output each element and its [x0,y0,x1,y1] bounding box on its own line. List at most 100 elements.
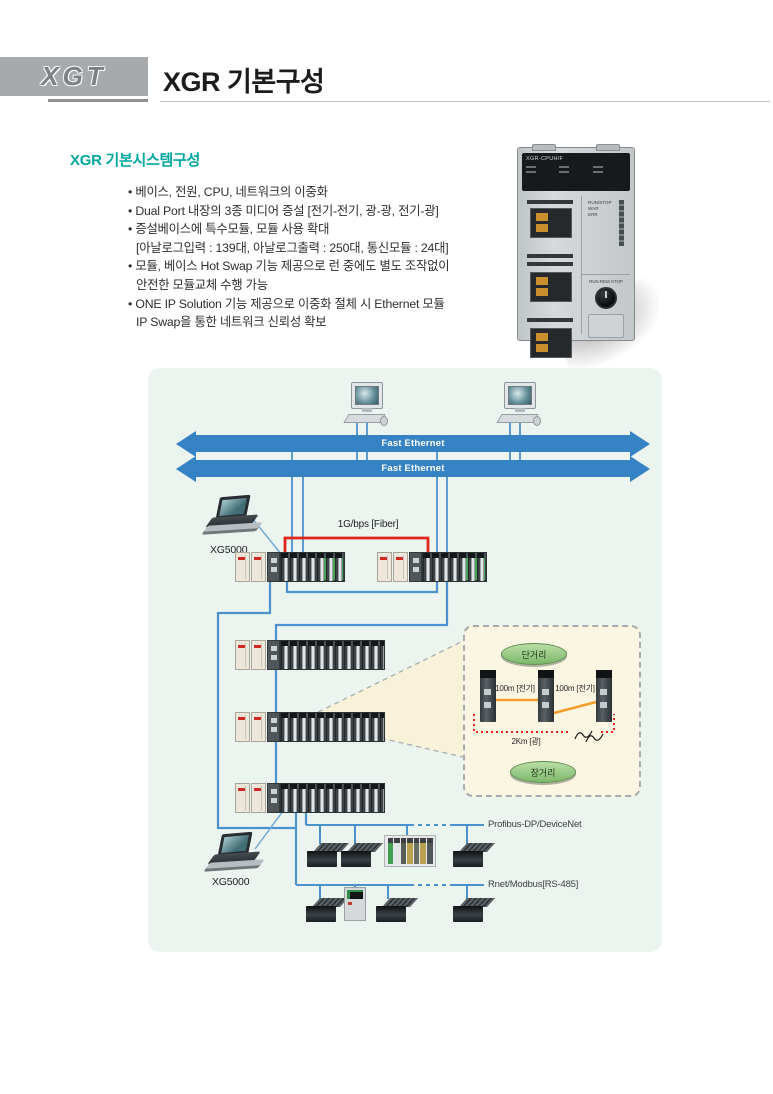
fieldbus-device-icon [341,843,375,868]
fieldbus-device-icon [306,898,340,923]
inset-lines [473,698,615,743]
bus-label: Fast Ethernet [381,463,445,474]
bullet-item: 베이스, 전원, CPU, 네트워크의 이중화 [128,183,514,202]
model-label: XGR-CPUH/F [526,156,564,162]
page-title: XGR 기본구성 [163,67,325,97]
optical-distance-label: 2Km [광] [511,737,541,746]
bullet-line: 증설베이스에 특수모듈, 모듈 사용 확대 [128,220,514,239]
section-heading: XGR 기본시스템구성 [70,152,200,169]
module-chip [407,838,413,864]
fieldbus-device-icon [307,843,341,868]
fieldbus-device-icon [376,898,410,923]
module-chip [400,838,407,864]
monitor-icon [504,382,536,409]
xgt-logo: XGT [41,61,107,91]
fieldbus-lines [296,824,484,899]
mounting-tab [532,144,556,151]
power-module [251,712,266,742]
module-chip [413,838,420,864]
cpu-module [267,552,280,582]
cpu-tower-icon [596,670,612,722]
bullet-line: Dual Port 내장의 3종 미디어 증설 [전기-전기, 광-광, 전기-… [128,202,514,221]
long-distance-badge: 장거리 [510,761,576,783]
short-distance-badge: 단거리 [501,643,567,665]
mounting-tab [596,144,620,151]
io-modules [280,712,385,742]
power-module [251,552,266,582]
ethernet-port [530,272,572,302]
cpu-module-body: XGR-CPUH/F RUN/STOP WAR ERR RUN R [517,144,635,358]
module-chip [394,838,400,864]
status-label-text: RUN/STOP WAR ERR [588,200,612,217]
power-module [235,712,250,742]
power-module [235,552,250,582]
optical-loop-line [473,714,615,733]
cpu-tower-icon [538,670,554,722]
desktop-computer-icon [496,382,542,428]
mode-knob [595,287,617,309]
bus-label: Fast Ethernet [381,438,445,449]
inverter-icon [344,887,366,921]
laptop2-label: XG5000 [212,876,250,888]
io-modules [280,552,345,582]
mouse-icon [380,416,388,426]
expansion-rack-3 [235,783,385,813]
fiber-link-label: 1G/bps [Fiber] [337,519,399,530]
fast-ethernet-bus-2: Fast Ethernet [196,460,630,477]
profibus-label: Profibus-DP/DeviceNet [488,819,582,830]
main-plc-rack-b [377,552,487,582]
control-column: RUN/STOP WAR ERR RUN REM STOP [581,196,630,338]
cpu-module-photo: XGR-CPUH/F RUN/STOP WAR ERR RUN R [505,143,678,378]
dip-switch-strip [619,200,624,246]
remote-io-rack-icon [384,835,436,867]
expansion-rack-2 [235,712,385,742]
break-symbol [574,730,593,740]
feature-bullet-list: 베이스, 전원, CPU, 네트워크의 이중화 Dual Port 내장의 3종… [128,183,514,332]
bullet-item: ONE IP Solution 기능 제공으로 이중화 절체 시 Etherne… [128,295,514,332]
fiber-link-line [283,536,430,559]
module-chip [387,838,394,864]
xgt-brand-badge: XGT [0,57,148,96]
ethernet-port [530,328,572,358]
electric-distance-label: 100m [전기] [555,684,595,693]
electric-distance-label: 100m [전기] [495,684,535,693]
bullet-line: 모듈, 베이스 Hot Swap 기능 제공으로 런 중에도 별도 조작없이 [128,257,514,276]
port-column [522,196,580,358]
power-module [251,640,266,670]
label-bar [527,200,573,204]
fiber-port [530,208,572,238]
extension-module [267,783,280,813]
bullet-line: 안전한 모듈교체 수행 가능 [136,277,268,292]
power-module [235,783,250,813]
fieldbus-device-icon [453,898,487,923]
power-module [377,552,392,582]
label-bar [527,262,573,266]
system-diagram: Fast Ethernet Fast Ethernet XG5000 1G/bp… [148,368,662,952]
bullet-line: [아날로그입력 : 139대, 아날로그출력 : 250대, 통신모듈 : 24… [136,240,449,255]
label-bar [527,254,573,258]
label-bar [527,318,573,322]
bullet-item: Dual Port 내장의 3종 미디어 증설 [전기-전기, 광-광, 전기-… [128,202,514,221]
cpu-header-panel: XGR-CPUH/F [522,153,630,191]
extension-module [267,712,280,742]
wedge-edge [301,640,464,721]
bullet-line: 베이스, 전원, CPU, 네트워크의 이중화 [128,183,514,202]
desktop-computer-icon [343,382,389,428]
knob-labels: RUN REM STOP [589,279,623,284]
led-indicators [526,166,626,173]
expansion-rack-1 [235,640,385,670]
bullet-line: IP Swap을 통한 네트워크 신뢰성 확보 [136,315,327,330]
rnet-label: Rnet/Modbus[RS-485] [488,879,579,890]
monitor-icon [351,382,383,409]
io-modules [422,552,487,582]
fast-ethernet-bus-1: Fast Ethernet [196,435,630,452]
io-modules [280,783,385,813]
title-divider [160,101,770,102]
module-chip [420,838,426,864]
bullet-item: 모듈, 베이스 Hot Swap 기능 제공으로 런 중에도 별도 조작없이 안… [128,257,514,294]
cpu-tower-icon [480,670,496,722]
fieldbus-device-icon [453,843,487,868]
power-module [393,552,408,582]
io-modules [280,640,385,670]
